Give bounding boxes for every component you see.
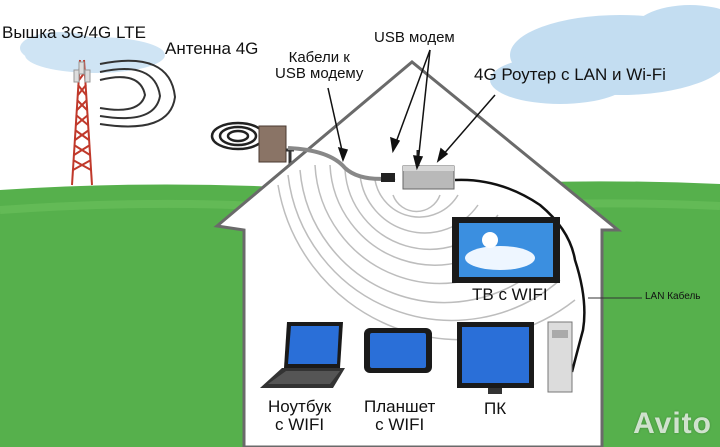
laptop-label-line2: с WIFI — [275, 414, 325, 434]
lan-cable-label: LAN Кабель — [645, 291, 701, 302]
laptop-device — [260, 322, 345, 388]
tablet-device — [364, 328, 432, 373]
antenna-signal-waves — [210, 121, 266, 151]
tablet-label: Планшет с WIFI — [364, 398, 435, 434]
cables-label: Кабели к USB модему — [275, 50, 363, 82]
avito-watermark: Avito — [633, 407, 712, 440]
cables-label-line1: Кабели к — [288, 49, 350, 66]
antenna-cable — [287, 146, 396, 181]
tablet-label-line2: с WIFI — [375, 414, 425, 434]
cables-label-line2: USB модему — [275, 64, 364, 82]
pc-label: ПК — [484, 399, 507, 418]
lan-cable — [454, 178, 586, 373]
cloud-left — [20, 32, 165, 73]
cloud-right — [490, 5, 720, 104]
antenna-panel — [258, 125, 287, 163]
antenna-label: Антенна 4G — [165, 39, 259, 58]
laptop-label-line1: Ноутбук — [268, 397, 332, 416]
tv-device — [452, 217, 560, 283]
tv-label: ТВ с WIFI — [472, 285, 548, 304]
pc-monitor — [457, 322, 534, 394]
router-label: 4G Роутер с LAN и Wi-Fi — [474, 65, 666, 84]
pointer-arrows — [327, 49, 496, 171]
usb-modem-label: USB модем — [374, 29, 455, 46]
pc-tower — [547, 321, 573, 393]
tablet-label-line1: Планшет — [364, 397, 436, 416]
tower-signal-waves — [99, 59, 177, 128]
laptop-label: Ноутбук с WIFI — [268, 398, 331, 434]
tower-label: Вышка 3G/4G LTE — [2, 23, 146, 42]
